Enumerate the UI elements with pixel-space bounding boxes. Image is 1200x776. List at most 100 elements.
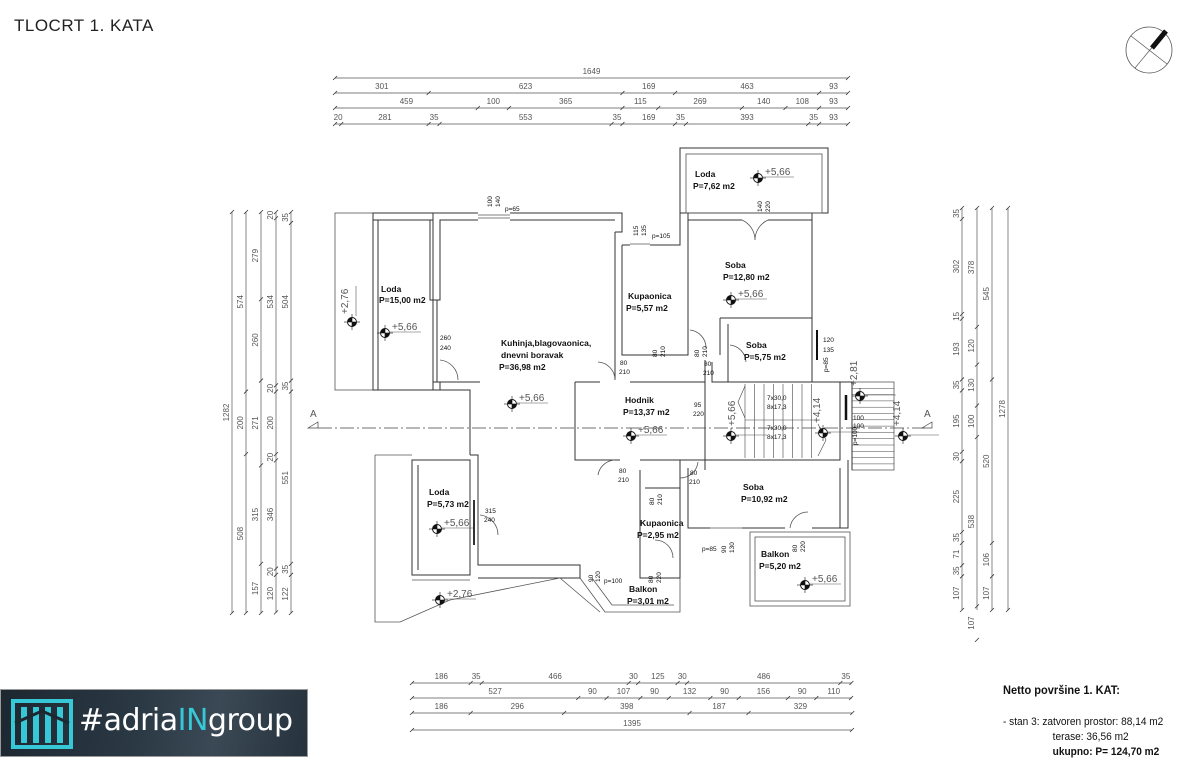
- dimension-label: 107: [982, 586, 991, 600]
- dimension-label: 527: [488, 687, 502, 696]
- svg-text:+5,66: +5,66: [738, 289, 764, 300]
- svg-text:P=5,75 m2: P=5,75 m2: [744, 352, 786, 362]
- dimension-tick: [409, 727, 415, 733]
- external-staircase: [851, 381, 895, 471]
- dimension-tick: [974, 324, 980, 330]
- dimension-label: 120: [967, 339, 976, 353]
- dimension-label: 20: [266, 567, 275, 576]
- svg-text:+5,66: +5,66: [812, 574, 838, 585]
- dimension-tick: [805, 121, 811, 127]
- dimension-tick: [746, 710, 751, 716]
- dimension-label: 35: [430, 113, 439, 122]
- dimension-tick: [609, 121, 614, 127]
- dimension-label: 20: [266, 383, 275, 392]
- dimension-label: 107: [952, 586, 961, 600]
- dimension-label: 329: [794, 702, 808, 711]
- dimension-label: 35: [281, 212, 290, 221]
- svg-text:dnevni boravak: dnevni boravak: [501, 350, 564, 360]
- dimension-tick: [409, 710, 415, 716]
- svg-text:140: 140: [757, 201, 764, 212]
- dimension-tick: [273, 215, 279, 221]
- dimension-label: 157: [251, 581, 260, 595]
- summary-line-closed: - stan 3: zatvoren prostor: 88,14 m2: [1003, 716, 1164, 728]
- svg-text:240: 240: [440, 345, 451, 352]
- dimension-label: 106: [982, 552, 991, 566]
- level-marker: +2,81: [849, 360, 896, 404]
- dimension-label: 35: [809, 113, 818, 122]
- svg-text:210: 210: [702, 346, 709, 357]
- dimension-tick: [437, 121, 442, 127]
- dimension-label: 508: [236, 526, 245, 540]
- dimension-tick: [739, 105, 745, 111]
- dimension-tick: [672, 90, 678, 96]
- svg-text:Soba: Soba: [746, 340, 767, 350]
- dimension-tick: [959, 311, 965, 317]
- dimension-label: 35: [952, 532, 961, 541]
- dimension-tick: [273, 572, 279, 578]
- dimension-label: 156: [757, 687, 771, 696]
- dimension-tick: [338, 121, 344, 127]
- dimension-label: 100: [967, 414, 976, 428]
- dimension-tick: [273, 383, 279, 388]
- dimension-label: 271: [251, 416, 260, 430]
- dimension-label: 545: [982, 286, 991, 300]
- dimension-tick: [288, 220, 294, 226]
- dimension-chain: 1282: [222, 209, 235, 616]
- svg-text:100: 100: [487, 196, 494, 207]
- level-marker: +5,66: [377, 322, 421, 341]
- company-logo: #adriaINgroup: [0, 689, 308, 757]
- dimension-tick: [974, 637, 980, 643]
- dimension-tick: [409, 695, 415, 701]
- level-marker: +2,76: [432, 589, 476, 608]
- dimension-tick: [989, 607, 995, 613]
- drawing-title: TLOCRT 1. KATA: [14, 16, 154, 35]
- svg-text:260: 260: [440, 335, 451, 342]
- dimension-tick: [243, 209, 249, 215]
- dimension-label: 623: [519, 82, 533, 91]
- svg-text:P=10,92 m2: P=10,92 m2: [741, 494, 788, 504]
- svg-text:220: 220: [656, 572, 663, 583]
- dimension-tick: [288, 610, 294, 616]
- dimension-label: 90: [650, 687, 659, 696]
- dimension-label: 93: [829, 82, 838, 91]
- dimension-tick: [258, 378, 264, 383]
- dimension-tick: [848, 695, 854, 701]
- dimension-label: 35: [281, 381, 290, 390]
- dimension-label: 378: [967, 260, 976, 274]
- svg-text:P=7,62 m2: P=7,62 m2: [693, 181, 735, 191]
- dimension-label: 93: [829, 113, 838, 122]
- dimension-label: 35: [472, 672, 481, 681]
- dimension-tick: [288, 561, 294, 567]
- dimension-label: 301: [375, 82, 389, 91]
- svg-text:80: 80: [690, 470, 698, 477]
- svg-text:210: 210: [660, 346, 667, 357]
- svg-text:90: 90: [721, 545, 728, 553]
- dimension-label: 35: [613, 113, 622, 122]
- area-summary: Netto površine 1. KAT: - stan 3: zatvore…: [1003, 683, 1163, 760]
- svg-text:240: 240: [484, 517, 495, 524]
- dimension-tick: [816, 105, 822, 111]
- svg-text:210: 210: [619, 369, 630, 376]
- svg-text:80: 80: [648, 575, 655, 583]
- dimension-label: 200: [266, 416, 275, 430]
- dimension-tick: [229, 209, 235, 215]
- dimension-tick: [620, 90, 625, 96]
- dimension-tick: [273, 389, 279, 394]
- logo-text: #adriaINgroup: [79, 703, 293, 738]
- dimension-label: 107: [967, 616, 976, 630]
- dimension-tick: [989, 574, 995, 579]
- dimension-label: 574: [236, 295, 245, 309]
- dimension-label: 107: [617, 687, 631, 696]
